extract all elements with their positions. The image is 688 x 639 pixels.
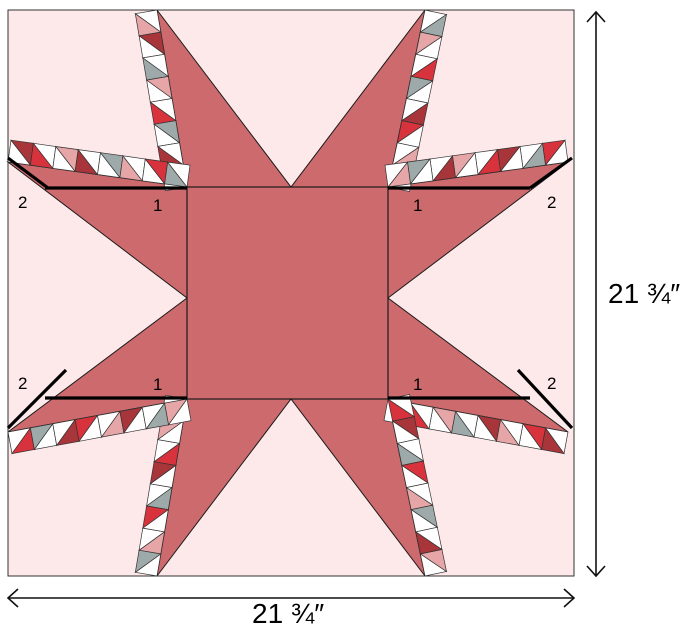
width-dimension-label: 21 ¾″ bbox=[252, 598, 325, 629]
seam-line bbox=[529, 156, 573, 190]
height-dimension-label: 21 ¾″ bbox=[608, 278, 681, 309]
width-arrow bbox=[6, 588, 576, 608]
hst-triangle bbox=[384, 161, 409, 188]
seam-label-2-bottom-left: 2 bbox=[18, 374, 27, 393]
seam-lines bbox=[6, 156, 574, 430]
seam-line bbox=[6, 368, 68, 430]
seam-label-2-top-right: 2 bbox=[547, 193, 556, 212]
seam-line bbox=[7, 156, 49, 190]
seam-label-1-bottom-left: 1 bbox=[153, 375, 162, 394]
seam-label-1-top-left: 1 bbox=[153, 196, 162, 215]
hst-triangle bbox=[167, 398, 192, 426]
seam-line bbox=[516, 368, 574, 430]
seam-label-1-top-right: 1 bbox=[413, 196, 422, 215]
center-square-rect bbox=[186, 186, 389, 400]
seam-label-2-top-left: 2 bbox=[18, 193, 27, 212]
seam-label-1-bottom-right: 1 bbox=[413, 375, 422, 394]
hst-border-strips bbox=[7, 9, 569, 577]
seam-labels: 1 1 1 1 2 2 2 2 bbox=[18, 193, 556, 394]
center-square bbox=[186, 186, 389, 400]
hst-triangle bbox=[166, 161, 191, 188]
dimension-arrows bbox=[6, 10, 606, 608]
height-arrow bbox=[586, 10, 606, 578]
seam-label-2-bottom-right: 2 bbox=[547, 374, 556, 393]
